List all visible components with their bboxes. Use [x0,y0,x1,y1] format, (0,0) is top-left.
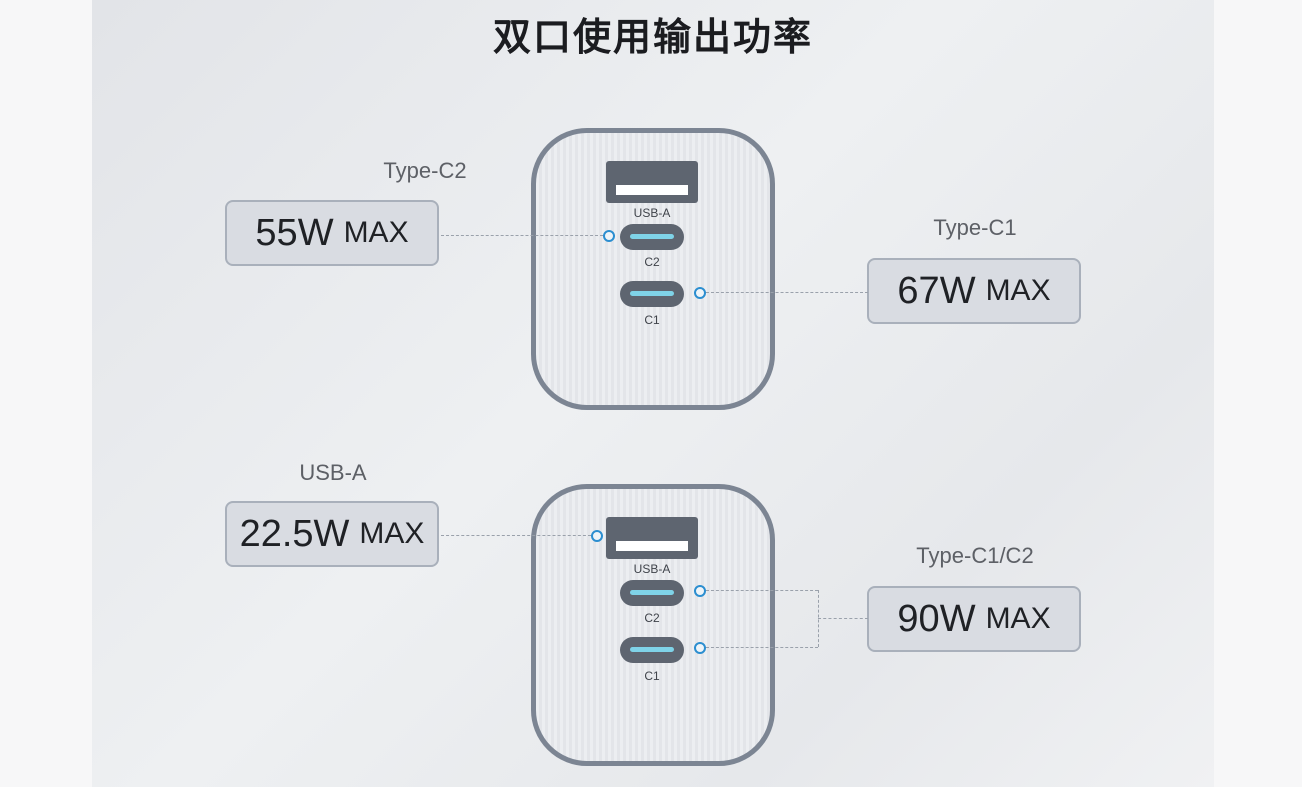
top-charger-illustration: USB-A C2 C1 [531,128,775,410]
top-right-watt-box: 67W MAX [867,258,1081,324]
c1-port-label: C1 [644,669,660,683]
connector-line [706,590,818,591]
c2-port-label: C2 [644,611,660,625]
connector-line [441,535,591,536]
top-right-watts: 67W [897,269,976,312]
connector-line [706,647,818,648]
connector-dot [694,287,706,299]
top-left-watt-box: 55W MAX [225,200,439,266]
infographic-panel: 双口使用输出功率 Type-C2 55W MAX Type-C1 67W MAX… [92,0,1214,787]
top-left-port-label: Type-C2 [383,158,467,183]
usb-a-port-icon [606,517,698,559]
usb-c1-port-icon [620,637,684,663]
usb-a-port-icon [606,161,698,203]
bottom-right-unit: MAX [985,602,1051,635]
top-left-unit: MAX [343,216,409,249]
connector-dot [694,642,706,654]
connector-dot [603,230,615,242]
bottom-left-unit: MAX [359,517,425,550]
usb-c1-port-icon [620,281,684,307]
usb-c2-port-icon [620,224,684,250]
bottom-left-watt-box: 22.5W MAX [225,501,439,567]
usb-a-port-label: USB-A [633,562,671,576]
top-left-watts: 55W [255,211,334,254]
top-right-port-label: Type-C1 [933,215,1017,240]
bottom-left-port-label: USB-A [299,460,367,485]
bottom-left-watts: 22.5W [239,512,350,555]
connector-line [441,235,603,236]
connector-dot [591,530,603,542]
c2-port-label: C2 [644,255,660,269]
bottom-right-watts: 90W [897,597,976,640]
bottom-right-port-label: Type-C1/C2 [916,543,1034,568]
connector-dot [694,585,706,597]
connector-line [818,618,868,619]
usb-a-port-label: USB-A [633,206,671,220]
bottom-charger-illustration: USB-A C2 C1 [531,484,775,766]
connector-line [706,292,868,293]
top-right-unit: MAX [985,274,1051,307]
c1-port-label: C1 [644,313,660,327]
page-title: 双口使用输出功率 [492,15,813,59]
bottom-right-watt-box: 90W MAX [867,586,1081,652]
usb-c2-port-icon [620,580,684,606]
